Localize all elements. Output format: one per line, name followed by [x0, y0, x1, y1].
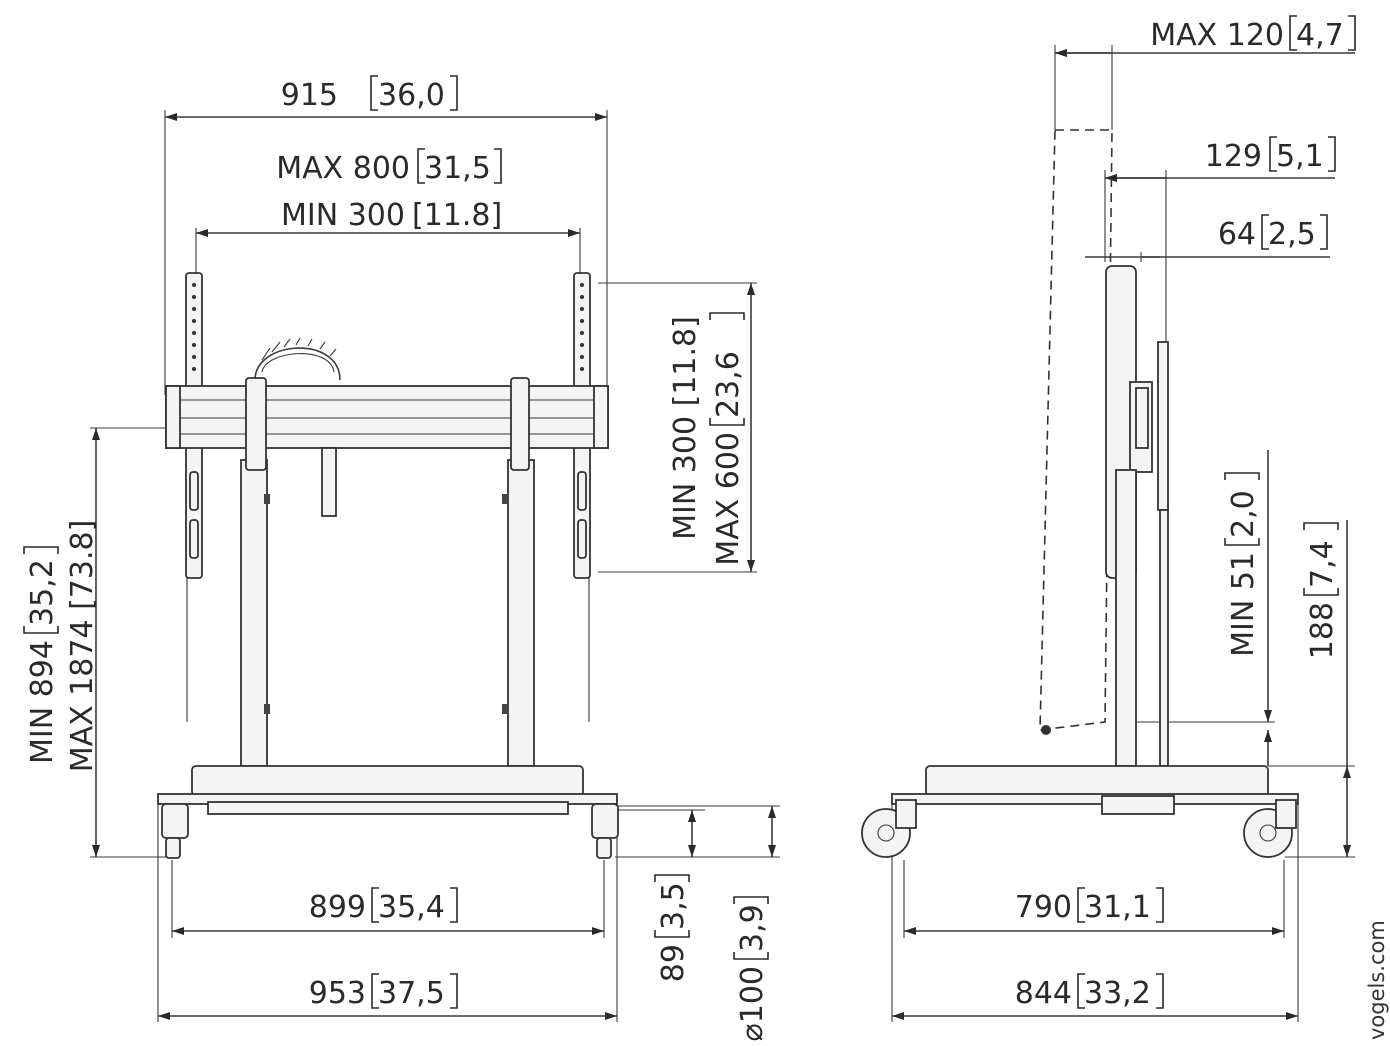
wheel-diameter-in: 3,9: [735, 904, 770, 952]
max-tilt-in: 4,7: [1296, 18, 1344, 53]
base-height-mm: 89: [656, 944, 691, 982]
vertical-interface-max-mm: MAX 600: [711, 432, 746, 566]
dim-base-inner-width: 899 35,4: [309, 887, 458, 925]
max-interface-mm: MAX 800: [276, 151, 410, 186]
base-inner-depth-mm: 790: [1015, 890, 1072, 925]
base-outer-width-mm: 953: [309, 976, 366, 1011]
wheel-height-in: 7,4: [1305, 540, 1340, 588]
dim-depth-mount: 129 5,1: [1205, 136, 1336, 174]
brand-url: vogels.com: [1365, 920, 1389, 1040]
dim-base-height: 89 3,5: [654, 874, 691, 982]
dim-max-interface: MAX 800 31,5: [276, 148, 502, 186]
base-inner-depth-in: 31,1: [1084, 890, 1151, 925]
overall-width-in: 36,0: [378, 78, 445, 113]
brand-url-text: vogels.com: [1365, 920, 1389, 1040]
height-max: MAX 1874 [73.8]: [65, 520, 100, 773]
depth-mount-in: 5,1: [1276, 139, 1324, 174]
overall-width-mm: 915: [281, 78, 338, 113]
dim-wheel-diameter: ⌀100 3,9: [733, 896, 770, 1041]
height-min-in: 35,2: [25, 559, 60, 626]
dim-height-max: MAX 1874 [73.8]: [65, 520, 100, 773]
front-view: [90, 110, 780, 1022]
height-min-mm: MIN 894: [25, 640, 60, 764]
min-interface-in: [11.8]: [412, 198, 502, 233]
dim-min-clearance: MIN 51 2,0: [1224, 472, 1261, 657]
dim-overall-width: 915 36,0: [281, 75, 458, 113]
base-inner-width-in: 35,4: [378, 890, 445, 925]
dim-base-inner-depth: 790 31,1: [1015, 887, 1164, 925]
dim-base-outer-depth: 844 33,2: [1015, 973, 1164, 1011]
base-outer-depth-in: 33,2: [1084, 976, 1151, 1011]
wheel-diameter-mm: ⌀100: [735, 966, 770, 1041]
depth-mount-mm: 129: [1205, 139, 1262, 174]
dim-vertical-interface: MIN 300 [11.8]: [668, 316, 703, 540]
dim-height-min: MIN 894 35,2: [23, 546, 60, 764]
base-inner-width-mm: 899: [309, 890, 366, 925]
base-height-in: 3,5: [656, 882, 691, 930]
dim-max-tilt: MAX 120 4,7: [1150, 15, 1356, 53]
depth-column-mm: 64: [1218, 217, 1256, 252]
side-view: [861, 45, 1355, 1022]
vertical-interface-min: MIN 300 [11.8]: [668, 316, 703, 540]
dim-min-interface: MIN 300 [11.8]: [281, 198, 502, 233]
base-outer-width-in: 37,5: [378, 976, 445, 1011]
wheel-height-mm: 188: [1305, 602, 1340, 659]
dim-wheel-height: 188 7,4: [1303, 522, 1340, 659]
vertical-interface-max-in: 23,6: [711, 351, 746, 418]
dim-base-outer-width: 953 37,5: [309, 973, 458, 1011]
max-interface-in: 31,5: [424, 151, 491, 186]
dim-depth-column: 64 2,5: [1218, 214, 1328, 252]
base-outer-depth-mm: 844: [1015, 976, 1072, 1011]
min-interface-mm: MIN 300: [281, 198, 405, 233]
depth-column-in: 2,5: [1268, 217, 1316, 252]
min-clearance-in: 2,0: [1226, 490, 1261, 538]
min-clearance-mm: MIN 51: [1226, 552, 1261, 657]
max-tilt-mm: MAX 120: [1150, 18, 1284, 53]
